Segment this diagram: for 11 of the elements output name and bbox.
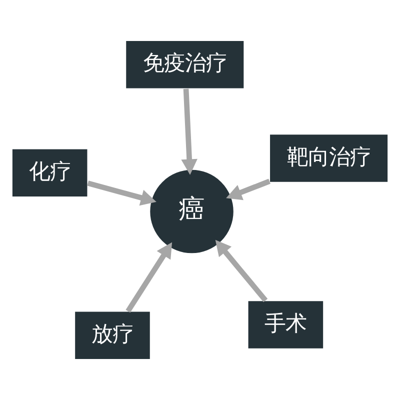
node-box: 靶向治疗	[269, 134, 388, 183]
arrow	[181, 88, 198, 175]
arrow	[215, 240, 268, 302]
arrow	[126, 242, 172, 313]
node-box: 放疗	[74, 310, 151, 360]
arrow	[226, 178, 270, 200]
arrow	[87, 180, 156, 206]
node-box: 手术	[247, 300, 324, 350]
node-box: 化疗	[12, 148, 88, 198]
node-circle: 癌	[149, 169, 234, 254]
node-box: 免疫治疗	[125, 40, 245, 90]
